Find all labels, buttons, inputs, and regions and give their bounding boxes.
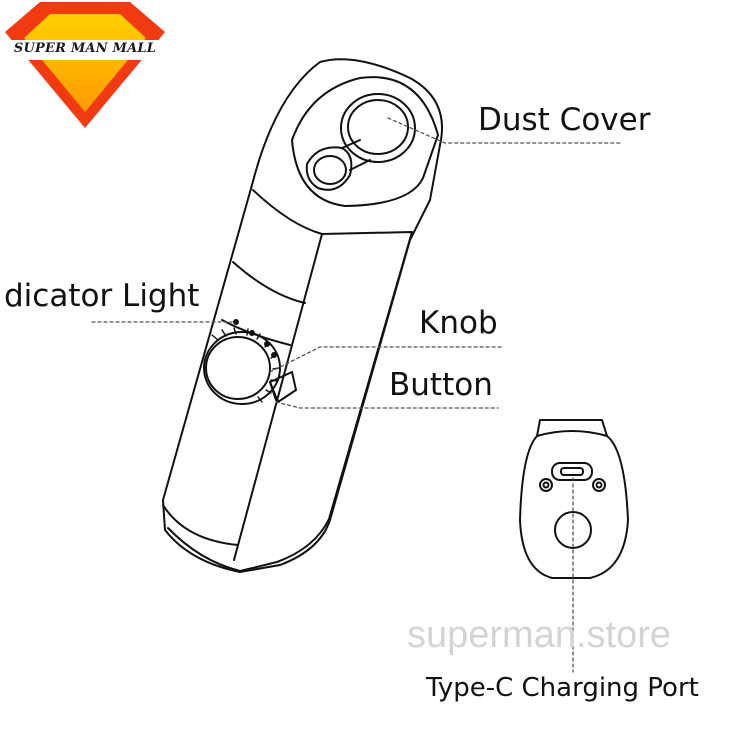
label-indicator-light: dicator Light: [4, 278, 200, 314]
knob-ring: [203, 331, 281, 405]
dust-cover-disc-inner: [347, 99, 409, 155]
device-drawing: [162, 58, 443, 573]
heating-chamber: [305, 146, 353, 191]
logo-text: SUPER MAN MALL: [13, 41, 157, 56]
panel-band-mid: [232, 261, 306, 304]
bottom-center-circle: [554, 511, 592, 549]
bottom-view-drawing: [519, 419, 629, 579]
hinge-arm: [341, 139, 371, 171]
device-front-face: [167, 231, 413, 572]
leader-dust-cover: [387, 117, 621, 144]
button-edge: [269, 381, 277, 401]
dust-cover-disc: [340, 93, 416, 163]
type-c-port: [551, 462, 593, 481]
knob-face: [205, 336, 271, 400]
label-knob: Knob: [419, 305, 498, 341]
base-band: [162, 504, 239, 546]
bottom-top-band: [536, 430, 608, 437]
device-body: [162, 58, 443, 573]
label-charging-port: Type-C Charging Port: [426, 673, 699, 703]
device-top-rim: [291, 76, 439, 207]
screw-right: [592, 478, 606, 492]
screw-left-inner: [542, 481, 550, 489]
label-dust-cover: Dust Cover: [478, 102, 651, 138]
watermark: superman.store: [407, 614, 672, 656]
leader-lines: [91, 117, 621, 673]
leader-button: [275, 401, 499, 409]
brand-logo: SUPER MAN MALL: [0, 0, 170, 130]
screw-left: [539, 478, 553, 492]
screw-right-inner: [595, 481, 603, 489]
indicator-dot: [233, 319, 239, 325]
chamber-opening: [313, 155, 347, 185]
bottom-outline: [519, 419, 629, 579]
type-c-port-inner: [560, 467, 584, 476]
label-button: Button: [389, 367, 493, 403]
device-face-edge: [233, 233, 323, 561]
panel-band-top: [252, 189, 323, 235]
leader-knob: [269, 346, 504, 373]
